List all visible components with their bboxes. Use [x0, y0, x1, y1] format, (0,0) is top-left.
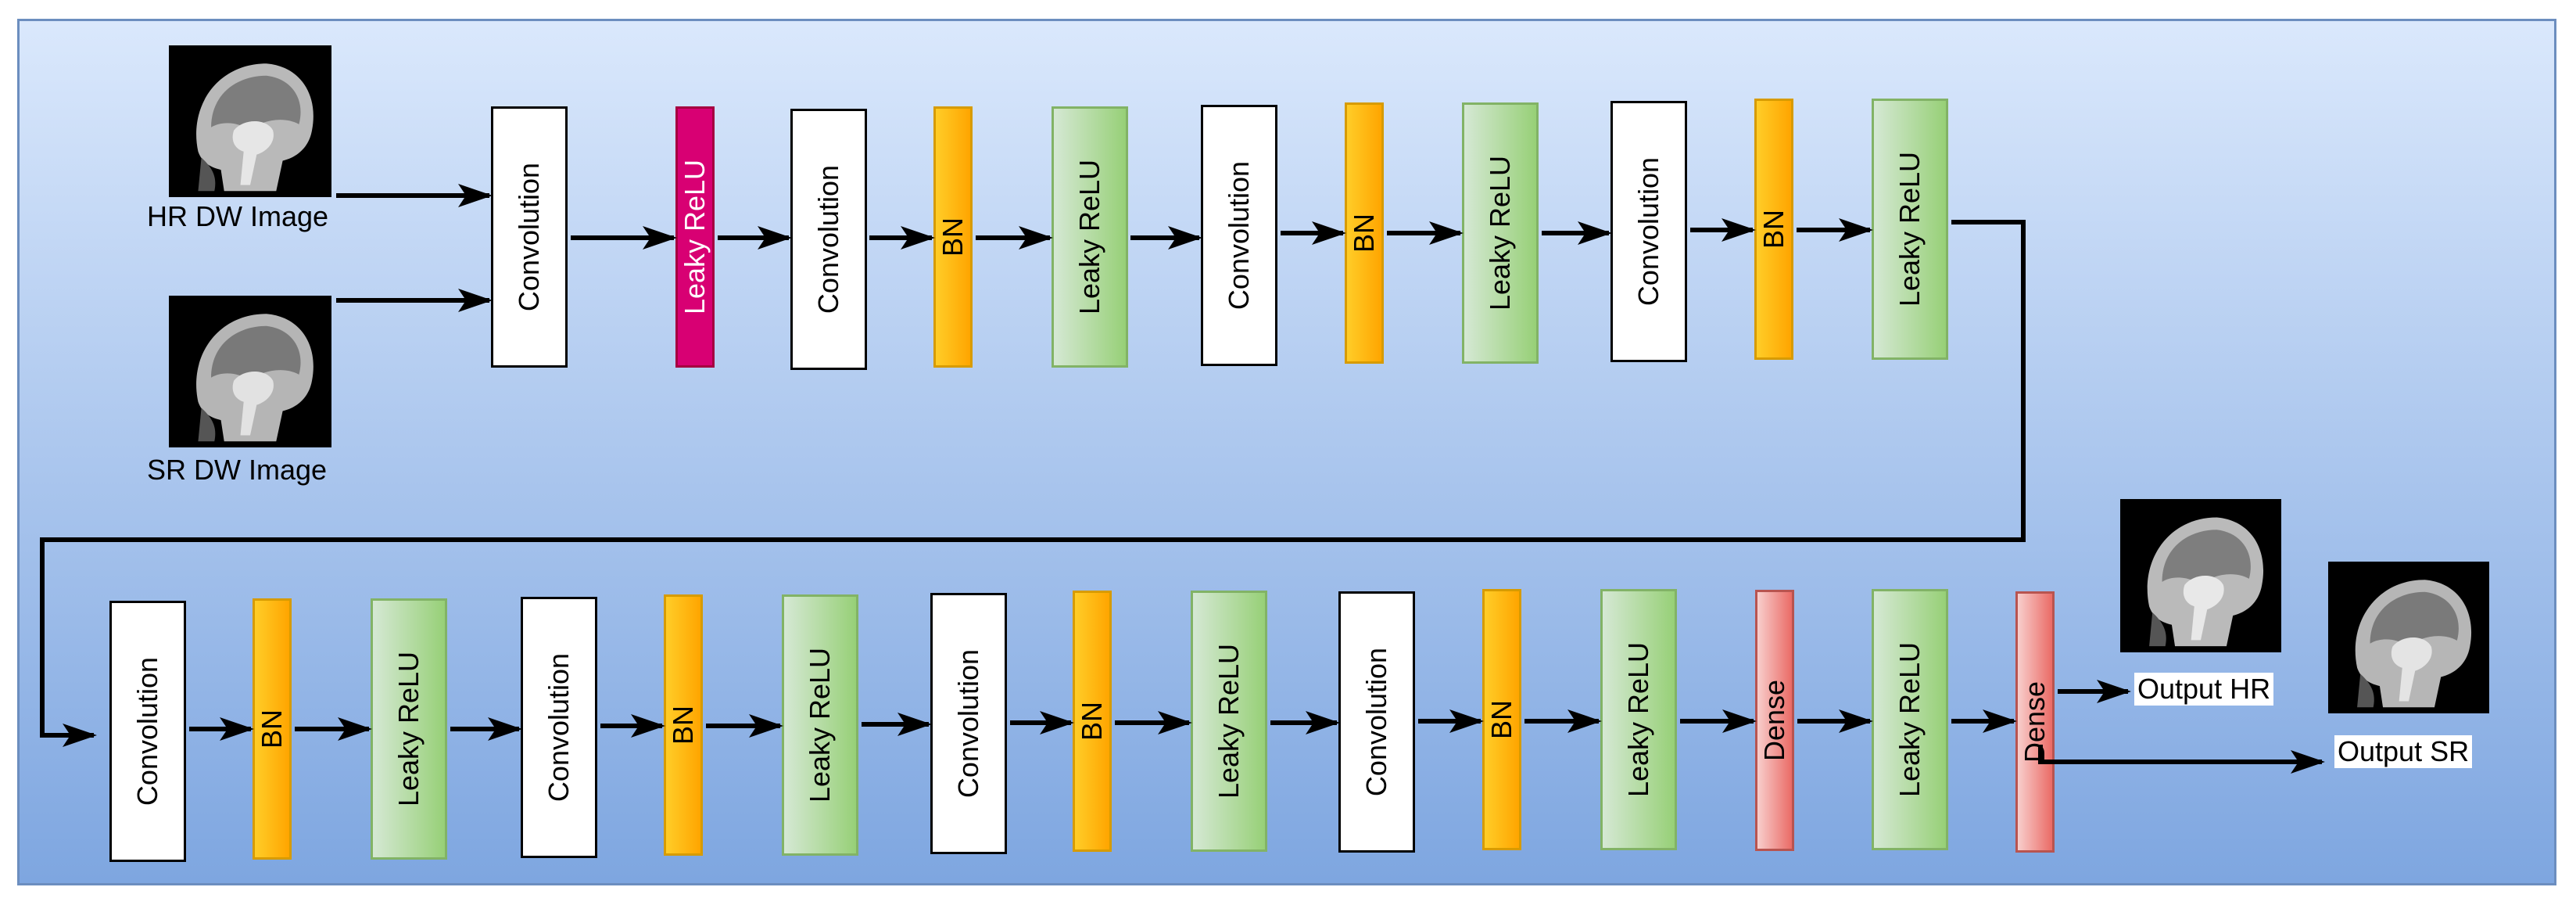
leaky-relu-block-7: Leaky ReLU	[1191, 591, 1267, 852]
conv-block-4: Convolution	[1610, 101, 1687, 362]
conv-block-8: Convolution	[1338, 591, 1415, 853]
sr-input-label: SR DW Image	[147, 454, 328, 486]
conv-block-2: Convolution	[790, 109, 867, 370]
hr-input-label: HR DW Image	[147, 200, 329, 232]
sr-input-mri-icon	[169, 296, 331, 447]
hr-output-mri-icon	[2120, 499, 2281, 652]
dense-block-1: Dense	[1755, 590, 1794, 851]
hr-output-label: Output HR	[2134, 673, 2274, 706]
hr-input-mri-icon	[169, 45, 331, 197]
leaky-relu-block-6: Leaky ReLU	[782, 594, 858, 856]
arrow	[2038, 745, 2325, 774]
leaky-relu-block-2: Leaky ReLU	[1052, 106, 1128, 368]
bn-block-3: BN	[1754, 99, 1793, 360]
sr-output-label: Output SR	[2334, 735, 2473, 768]
conv-block-5: Convolution	[109, 601, 186, 862]
conv-block-1: Convolution	[491, 106, 568, 368]
bn-block-6: BN	[1073, 591, 1112, 852]
arrow	[40, 220, 2026, 747]
sr-output-mri-icon	[2328, 562, 2489, 713]
